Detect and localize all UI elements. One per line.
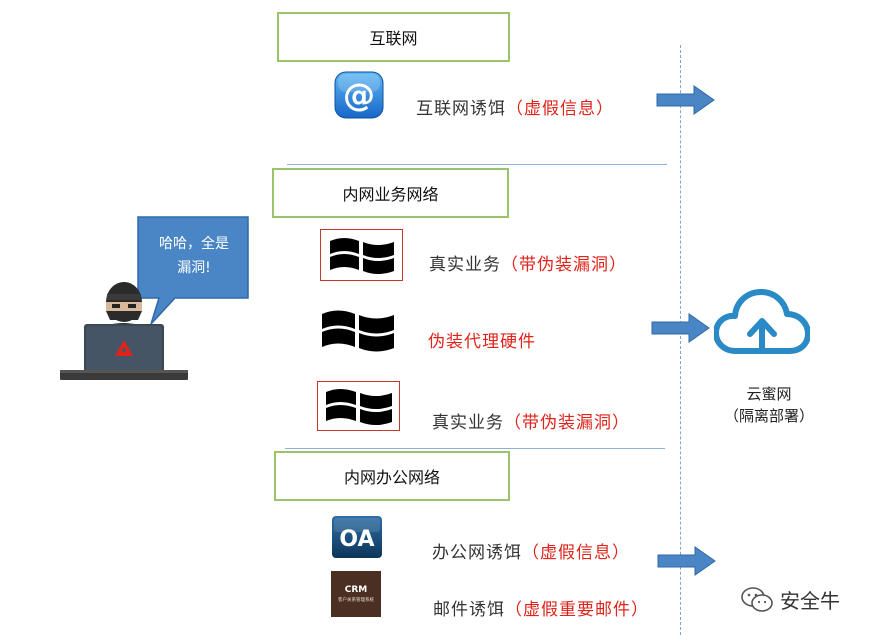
bubble-line-1: 哈哈，全是 xyxy=(159,236,229,252)
arrow-right-business xyxy=(651,312,711,348)
mail-lure-note: （虚假重要邮件） xyxy=(505,600,649,620)
section-intranet-business-label: 内网业务网络 xyxy=(342,185,439,204)
section-internet-label: 互联网 xyxy=(369,29,418,48)
divider-top xyxy=(287,164,667,165)
section-intranet-office-label: 内网办公网络 xyxy=(343,468,440,487)
wechat-icon xyxy=(741,586,773,612)
office-lure-main: 办公网诱饵 xyxy=(432,543,522,563)
cloud-note: （隔离部署） xyxy=(723,407,814,425)
fake-proxy-text: 伪装代理硬件 xyxy=(428,327,536,352)
cloud-upload-icon xyxy=(713,289,811,359)
crm-icon-label: CRM xyxy=(345,585,368,595)
divider-bottom xyxy=(285,448,665,449)
mail-lure-text: 邮件诱饵（虚假重要邮件） xyxy=(433,595,649,620)
windows-icon-1 xyxy=(320,229,403,281)
bubble-line-2: 漏洞! xyxy=(177,260,211,276)
office-lure-note: （虚假信息） xyxy=(522,543,630,563)
arrow-right-internet xyxy=(656,84,716,120)
mail-lure-main: 邮件诱饵 xyxy=(433,600,505,620)
cloud-name: 云蜜网 xyxy=(746,385,792,403)
arrow-right-office xyxy=(657,545,717,581)
svg-text:@: @ xyxy=(343,76,375,114)
isolation-line xyxy=(680,45,681,635)
hacker-icon xyxy=(60,280,188,382)
section-intranet-business: 内网业务网络 xyxy=(272,168,509,218)
oa-icon-label: OA xyxy=(339,527,374,552)
internet-lure-note: （虚假信息） xyxy=(506,99,614,119)
section-intranet-office: 内网办公网络 xyxy=(274,451,510,501)
section-internet: 互联网 xyxy=(277,12,510,62)
real-business-1-text: 真实业务（带伪装漏洞） xyxy=(429,250,627,275)
crm-icon: CRM 客户关系管理系统 xyxy=(331,571,381,617)
crm-icon-sublabel: 客户关系管理系统 xyxy=(338,596,374,603)
windows-icon-2 xyxy=(318,306,398,356)
speech-bubble-text: 哈哈，全是 漏洞! xyxy=(140,232,248,280)
real-business-2-note: （带伪装漏洞） xyxy=(504,413,630,433)
office-lure-text: 办公网诱饵（虚假信息） xyxy=(432,538,630,563)
real-business-1-main: 真实业务 xyxy=(429,255,501,275)
windows-icon-3 xyxy=(317,381,400,431)
real-business-2-main: 真实业务 xyxy=(432,413,504,433)
email-at-icon: @ xyxy=(334,71,384,119)
cloud-label: 云蜜网 （隔离部署） xyxy=(717,383,821,427)
internet-lure-main: 互联网诱饵 xyxy=(416,99,506,119)
real-business-2-text: 真实业务（带伪装漏洞） xyxy=(432,408,630,433)
real-business-1-note: （带伪装漏洞） xyxy=(501,255,627,275)
watermark: 安全牛 xyxy=(740,585,840,614)
oa-icon: OA xyxy=(331,515,383,559)
internet-lure-text: 互联网诱饵（虚假信息） xyxy=(416,94,614,119)
watermark-text: 安全牛 xyxy=(780,589,840,613)
fake-proxy-main: 伪装代理硬件 xyxy=(428,332,536,352)
